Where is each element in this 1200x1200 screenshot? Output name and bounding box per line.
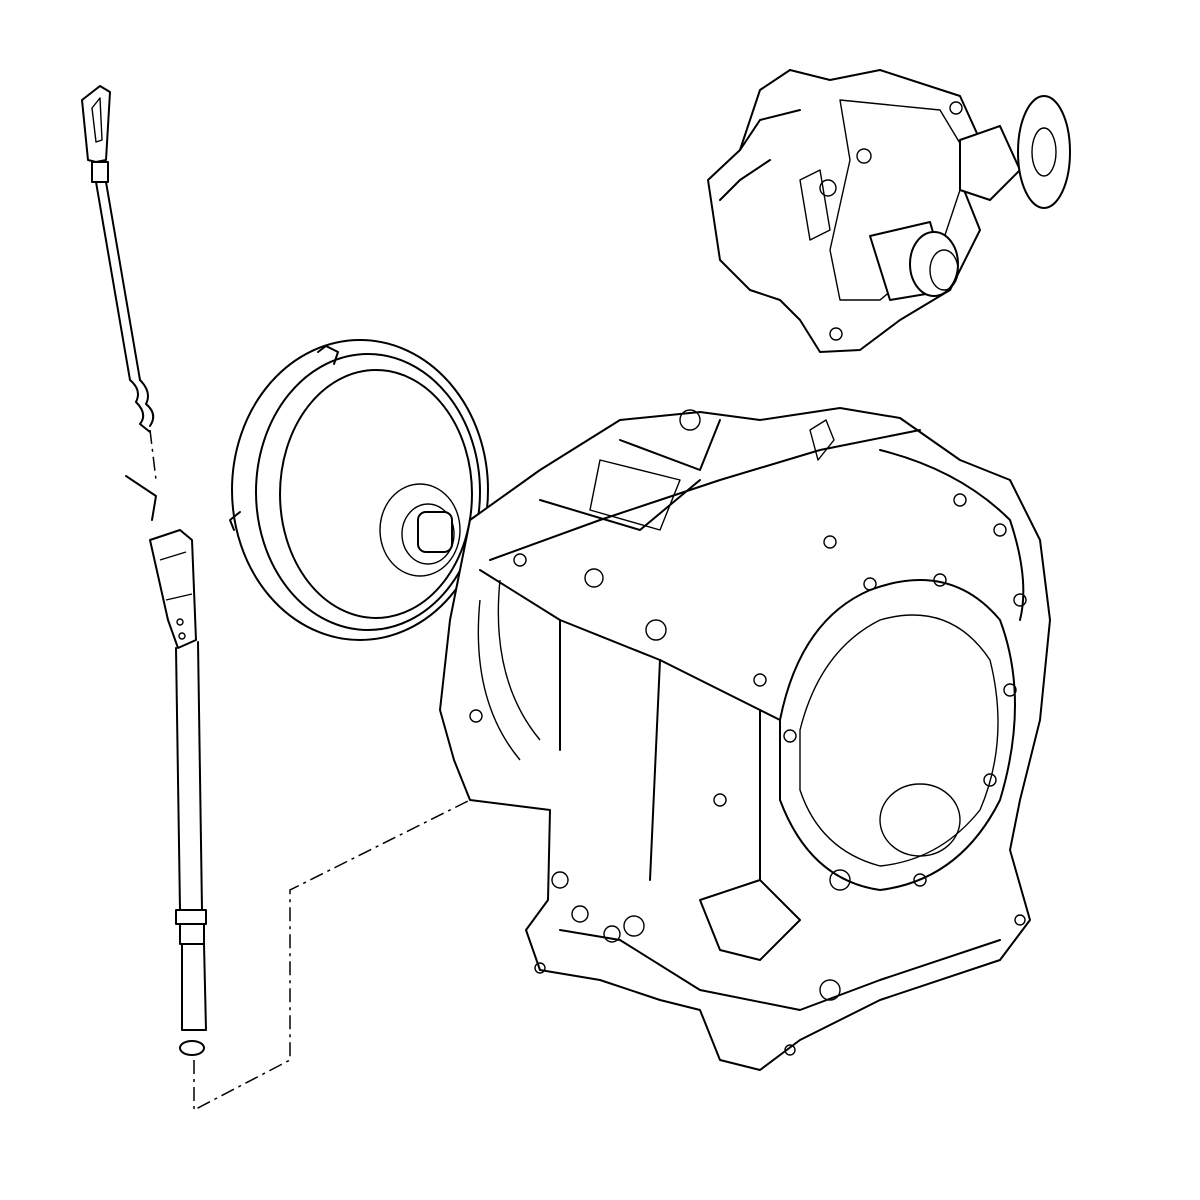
dipstick-tube <box>125 475 207 1056</box>
torque-converter <box>229 339 489 641</box>
bolts <box>469 409 1027 1056</box>
oil-dipstick <box>81 85 155 433</box>
transmission-case <box>439 407 1051 1071</box>
inset-assembly <box>707 69 1071 353</box>
o-ring <box>179 1040 205 1056</box>
